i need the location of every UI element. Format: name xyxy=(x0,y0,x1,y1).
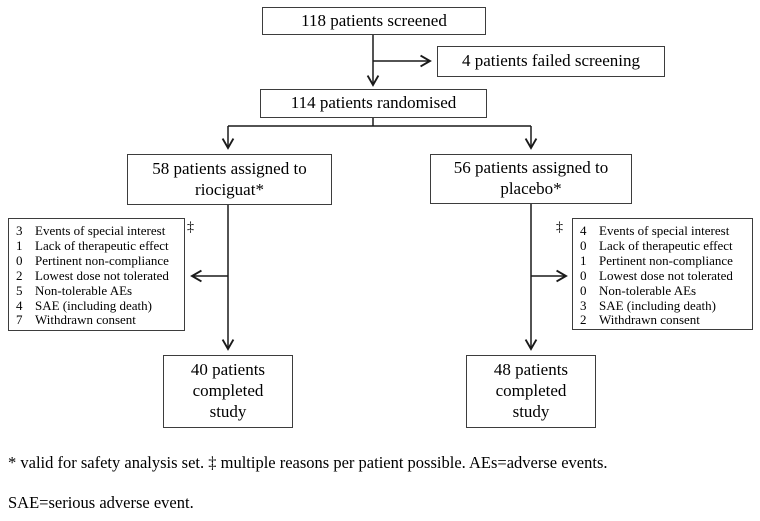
withdrawal-reason-row: 4 SAE (including death) xyxy=(16,297,180,314)
reason-count: 1 xyxy=(580,252,587,268)
withdrawal-reason-row: 0 Lack of therapeutic effect xyxy=(580,237,748,254)
placebo-completed-label: 48 patients completed study xyxy=(493,360,569,421)
reason-label: Lack of therapeutic effect xyxy=(35,237,169,253)
patients-screened-label: 118 patients screened xyxy=(301,10,447,30)
reason-label: Non-tolerable AEs xyxy=(35,282,133,298)
reason-label: Withdrawn consent xyxy=(599,312,700,328)
reason-label: Withdrawn consent xyxy=(35,312,136,328)
withdrawal-reason-row: 4 Events of special interest xyxy=(580,223,748,239)
reason-count: 0 xyxy=(580,282,587,298)
reason-label: Pertinent non-compliance xyxy=(35,252,169,268)
reason-count: 5 xyxy=(16,282,23,298)
placebo-assigned-label: 56 patients assigned to placebo* xyxy=(453,158,609,198)
box-riociguat-assigned: 58 patients assigned to riociguat* xyxy=(127,154,332,205)
withdrawal-reason-row: 1 Lack of therapeutic effect xyxy=(16,237,180,254)
box-failed-screening: 4 patients failed screening xyxy=(437,46,665,77)
withdrawal-reason-row: 1 Pertinent non-compliance xyxy=(580,252,748,269)
withdrawal-reason-row: 3 SAE (including death) xyxy=(580,297,748,314)
reason-count: 2 xyxy=(16,267,23,283)
reason-label: Lowest dose not tolerated xyxy=(35,267,169,283)
reason-count: 0 xyxy=(580,237,587,253)
box-placebo-assigned: 56 patients assigned to placebo* xyxy=(430,154,632,204)
box-patients-randomised: 114 patients randomised xyxy=(260,89,487,118)
reason-label: Lowest dose not tolerated xyxy=(599,267,733,283)
reason-count: 3 xyxy=(580,297,587,313)
reason-label: Lack of therapeutic effect xyxy=(599,237,733,253)
box-placebo-completed: 48 patients completed study xyxy=(466,355,596,428)
reason-label: Pertinent non-compliance xyxy=(599,252,733,268)
failed-screening-label: 4 patients failed screening xyxy=(462,51,640,71)
reason-label: SAE (including death) xyxy=(35,297,152,313)
box-placebo-withdrawal-reasons: 4 Events of special interest 0 Lack of t… xyxy=(572,218,753,330)
reason-count: 0 xyxy=(580,267,587,283)
withdrawal-reason-row: 3 Events of special interest xyxy=(16,223,180,239)
withdrawal-reason-row: 2 Withdrawn consent xyxy=(580,313,748,328)
reason-label: SAE (including death) xyxy=(599,297,716,313)
withdrawal-reason-row: 2 Lowest dose not tolerated xyxy=(16,267,180,284)
reason-count: 7 xyxy=(16,312,23,328)
withdrawal-reason-row: 0 Pertinent non-compliance xyxy=(16,252,180,269)
reason-count: 4 xyxy=(580,223,587,238)
footnote-line-1: * valid for safety analysis set. ‡ multi… xyxy=(8,453,608,472)
withdrawal-reason-row: 7 Withdrawn consent xyxy=(16,313,180,328)
riociguat-assigned-label: 58 patients assigned to riociguat* xyxy=(152,158,307,199)
reason-count: 0 xyxy=(16,252,23,268)
box-riociguat-withdrawal-reasons: 3 Events of special interest 1 Lack of t… xyxy=(8,218,185,331)
reason-count: 3 xyxy=(16,223,23,238)
double-dagger-marker-right: ‡ xyxy=(556,220,563,235)
reason-count: 1 xyxy=(16,237,23,253)
riociguat-completed-label: 40 patients completed study xyxy=(190,360,266,421)
withdrawal-reason-row: 0 Lowest dose not tolerated xyxy=(580,267,748,284)
withdrawal-reason-row: 0 Non-tolerable AEs xyxy=(580,282,748,299)
reason-count: 2 xyxy=(580,312,587,328)
patients-randomised-label: 114 patients randomised xyxy=(290,93,457,113)
withdrawal-reason-row: 5 Non-tolerable AEs xyxy=(16,282,180,299)
reason-count: 4 xyxy=(16,297,23,313)
reason-label: Events of special interest xyxy=(35,223,166,238)
double-dagger-marker-left: ‡ xyxy=(187,220,194,235)
box-riociguat-completed: 40 patients completed study xyxy=(163,355,293,428)
reason-label: Non-tolerable AEs xyxy=(599,282,697,298)
box-patients-screened: 118 patients screened xyxy=(262,7,486,35)
footnote-line-2: SAE=serious adverse event. xyxy=(8,493,194,512)
reason-label: Events of special interest xyxy=(599,223,730,238)
